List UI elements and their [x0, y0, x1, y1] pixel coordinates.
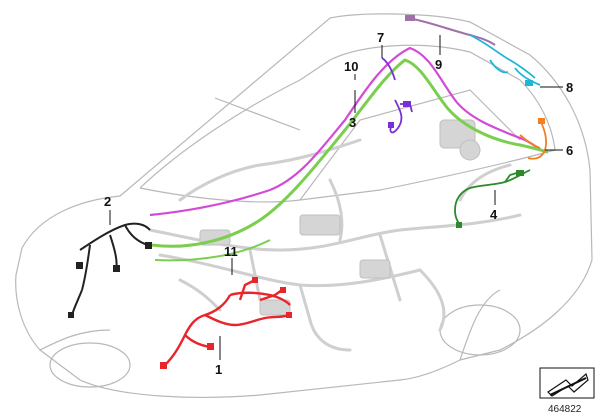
harness-2-connectors [68, 242, 152, 318]
body-harness-detail [199, 119, 481, 316]
callout-3: 3 [349, 115, 356, 130]
harness-9-connector [405, 15, 415, 21]
callout-6: 6 [566, 143, 573, 158]
leader-lines [109, 35, 563, 360]
callout-1: 1 [215, 362, 222, 377]
callout-10: 10 [344, 59, 358, 74]
harness-6-connector [538, 118, 545, 124]
callout-7: 7 [377, 30, 384, 45]
harness-8-connector [525, 80, 533, 86]
harness-10 [149, 46, 546, 217]
harness-1-connectors [160, 277, 292, 369]
arrow-view-icon [539, 367, 595, 399]
callout-4: 4 [490, 207, 498, 222]
harness-7 [381, 57, 413, 134]
harness-7-connectors [388, 101, 411, 128]
harness-9 [407, 17, 496, 46]
harness-3-lower [154, 239, 271, 262]
harness-8 [469, 34, 541, 86]
callout-11: 11 [224, 244, 238, 259]
harness-4-connectors [456, 170, 524, 228]
reference-number: 464822 [548, 404, 582, 415]
car-body-outline [15, 13, 593, 398]
callout-8: 8 [566, 80, 573, 95]
harness-3 [151, 58, 549, 248]
harness-2 [71, 222, 151, 316]
harness-1 [164, 278, 291, 366]
callout-2: 2 [104, 194, 111, 209]
callout-9: 9 [435, 57, 442, 72]
